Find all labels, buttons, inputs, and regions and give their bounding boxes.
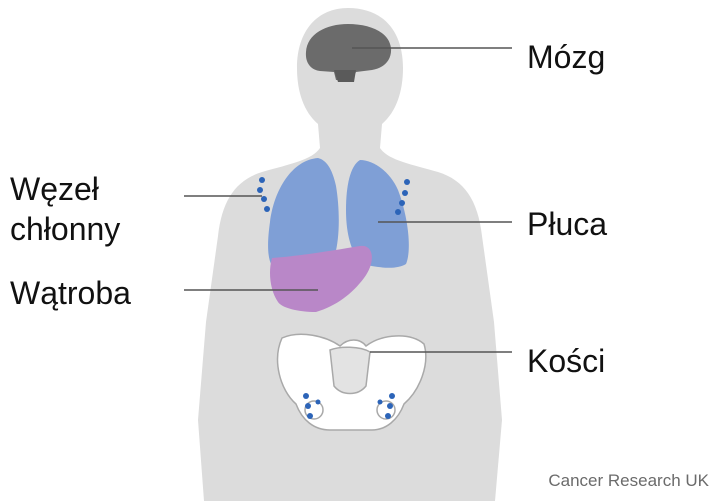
label-liver: Wątroba: [10, 274, 131, 312]
label-lymph-node-line1: Węzeł: [10, 170, 99, 208]
credit-text: Cancer Research UK: [548, 470, 709, 492]
label-lung: Płuca: [527, 205, 607, 243]
label-bone: Kości: [527, 342, 605, 380]
label-lymph-node-line2: chłonny: [10, 210, 120, 248]
label-brain: Mózg: [527, 38, 605, 76]
